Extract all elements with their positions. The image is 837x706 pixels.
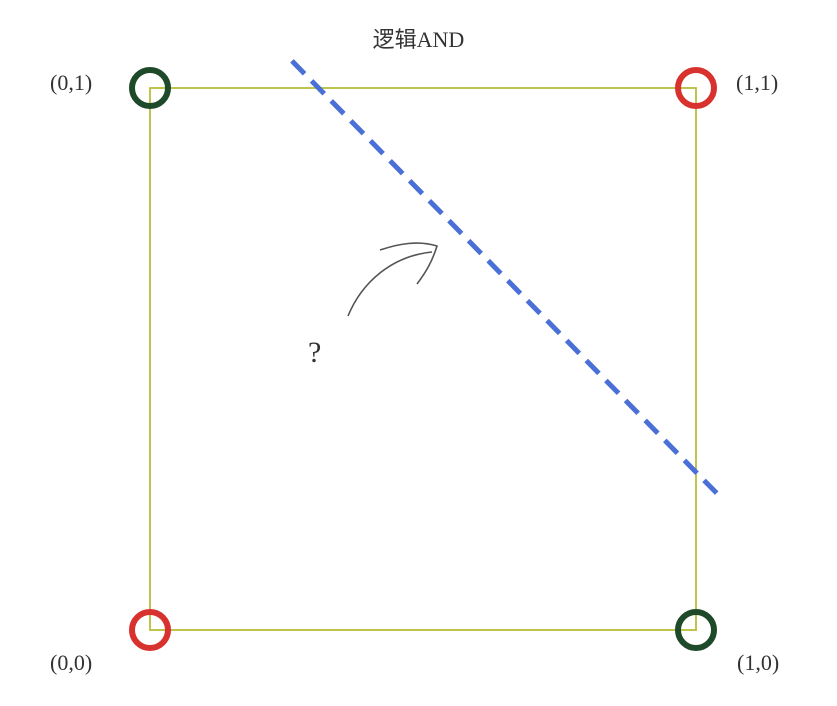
input-space-square (149, 87, 697, 631)
question-arrow-head (379, 242, 439, 285)
corner-label-01: (0,1) (50, 70, 93, 95)
corner-label-10: (1,0) (737, 650, 780, 675)
diagram-title: 逻辑AND (372, 27, 465, 52)
question-arrow-shaft (347, 251, 433, 317)
corner-circle-11 (675, 67, 717, 109)
corner-label-00: (0,0) (50, 650, 93, 675)
corner-circle-00 (129, 609, 171, 651)
decision-boundary-line (290, 59, 726, 502)
corner-circle-01 (129, 67, 171, 109)
corner-label-11: (1,1) (736, 70, 779, 95)
question-arrow (347, 242, 439, 317)
corner-circle-10 (675, 609, 717, 651)
question-mark: ? (308, 336, 322, 369)
